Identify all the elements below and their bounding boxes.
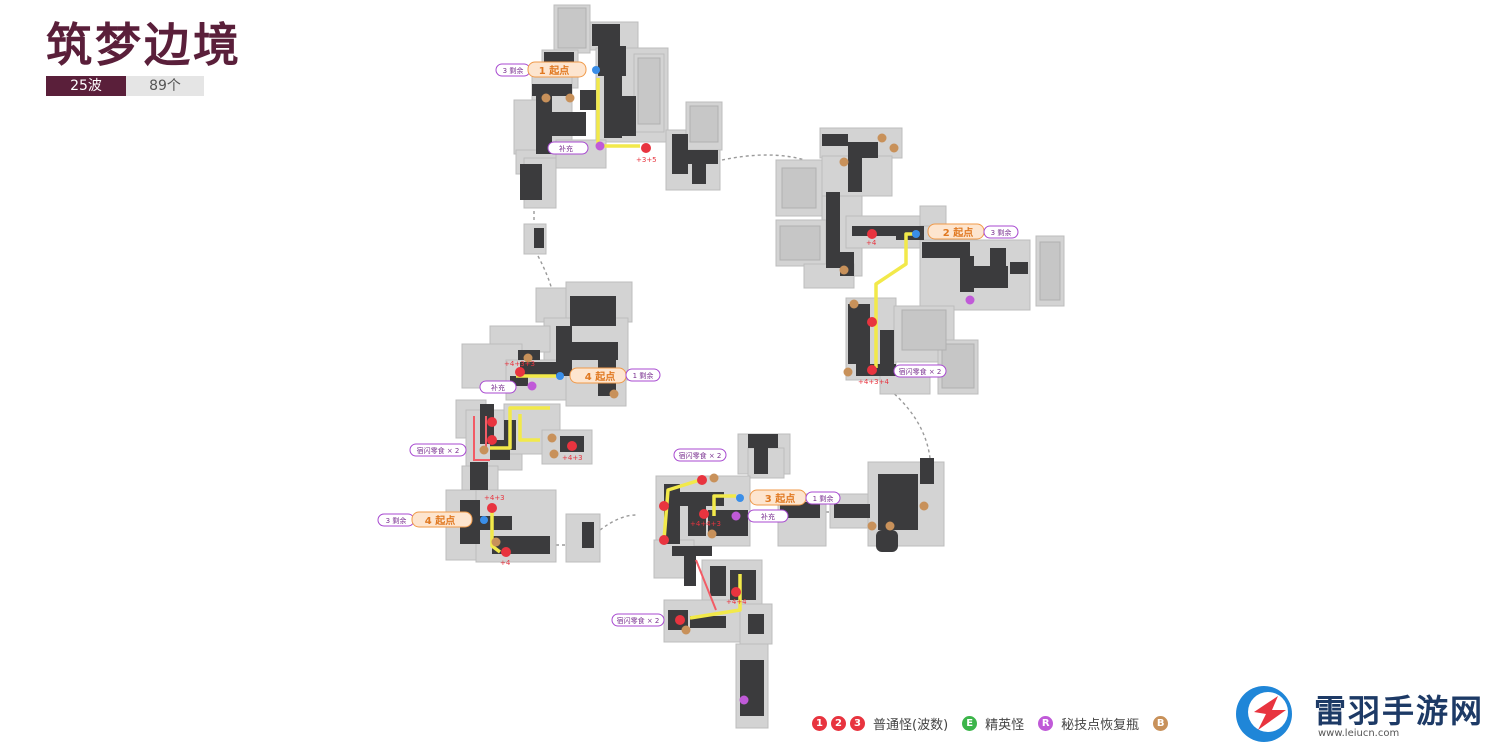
legend-elite-icon: E — [962, 716, 978, 731]
monster-count: 89个 — [126, 76, 204, 96]
legend-restore-icon: R — [1038, 716, 1054, 731]
wave-count: 25波 — [46, 76, 126, 96]
wave-label-a: +3+5 — [636, 156, 657, 164]
supply-note-2: 补充 — [491, 383, 505, 392]
start-3: 3 起点 1 剩余 — [749, 489, 841, 506]
chest-note-3: 宿闪零食 × 2 — [679, 451, 722, 460]
supply-notes: 补充 补充 补充 宿闪零食 × 2 宿闪零食 × 2 宿闪零食 × 2 宿闪零食… — [409, 141, 947, 627]
textured-rooms-top — [557, 7, 719, 143]
start-4a: 4 起点 1 剩余 — [569, 367, 661, 384]
wave-label-i: +4+3 — [484, 494, 505, 502]
supply-note-1: 补充 — [559, 144, 573, 153]
legend-normal-label: 普通怪(波数) — [873, 718, 949, 733]
stats-bar: 25波 89个 — [46, 76, 242, 96]
supply-note-3: 补充 — [761, 512, 775, 521]
legend-restore-label: 秘技点恢复瓶 — [1061, 718, 1140, 733]
red-route-paths — [473, 416, 717, 611]
start-4a-tag: 1 剩余 — [633, 371, 654, 380]
start-3-label: 3 起点 — [765, 492, 795, 505]
start-1-label: 1 起点 — [539, 64, 569, 77]
walls-top — [520, 24, 718, 248]
start-3-tag: 1 剩余 — [813, 494, 834, 503]
chest-note-4: 宿闪零食 × 2 — [617, 616, 660, 625]
box-markers — [479, 93, 929, 635]
wave-label-b: +4 — [866, 239, 877, 247]
start-1: 3 剩余 1 起点 — [495, 61, 587, 78]
normal-monster-markers — [487, 143, 877, 625]
walls-bottom — [582, 434, 934, 716]
wave-label-e: +4+3 — [562, 454, 583, 462]
legend-box-icon: B — [1153, 716, 1169, 731]
wave-label-d: +4+3+3 — [504, 360, 535, 368]
watermark-name: 雷羽手游网 — [1314, 692, 1485, 730]
wave-label-h: +4+4 — [726, 598, 747, 606]
wave-label-g: +4 — [500, 559, 511, 567]
chest-note-1: 宿闪零食 × 2 — [899, 367, 942, 376]
start-2-tag: 3 剩余 — [991, 228, 1012, 237]
header: 筑梦边境 25波 89个 — [46, 18, 242, 96]
map-legend: 1 2 3 普通怪(波数) E 精英怪 R 秘技点恢复瓶 B — [812, 714, 1172, 733]
wave-label-c: +4+3+4 — [858, 378, 890, 386]
legend-normal-3-icon: 3 — [850, 716, 865, 731]
start-2: 2 起点 3 剩余 — [927, 223, 1019, 240]
start-icons — [480, 66, 920, 524]
start-1-tag: 3 剩余 — [503, 66, 524, 75]
chest-note-2: 宿闪零食 × 2 — [417, 446, 460, 455]
walls-right — [822, 134, 1028, 376]
wave-labels: +3+5 +4 +4+3+4 +4+3+3 +4+3 +4+4+3 +4 +4+… — [484, 156, 890, 606]
walls-left — [460, 296, 618, 554]
room-cluster-right — [775, 127, 1065, 395]
legend-normal-1-icon: 1 — [812, 716, 827, 731]
textured-rooms-right — [779, 167, 1061, 389]
watermark: 雷羽手游网 www.leiucn.com — [1228, 682, 1490, 746]
start-4b-tag: 3 剩余 — [386, 516, 407, 525]
restore-markers — [527, 141, 975, 705]
legend-elite-label: 精英怪 — [985, 718, 1025, 733]
watermark-url: www.leiucn.com — [1318, 728, 1400, 739]
start-4a-label: 4 起点 — [585, 370, 615, 383]
start-4b: 3 剩余 4 起点 — [377, 511, 473, 528]
start-4b-label: 4 起点 — [425, 514, 455, 527]
start-2-label: 2 起点 — [943, 226, 973, 239]
legend-normal-2-icon: 2 — [831, 716, 846, 731]
wave-label-f: +4+4+3 — [690, 520, 721, 528]
watermark-logo-icon — [1236, 686, 1292, 742]
map-title: 筑梦边境 — [46, 18, 242, 72]
